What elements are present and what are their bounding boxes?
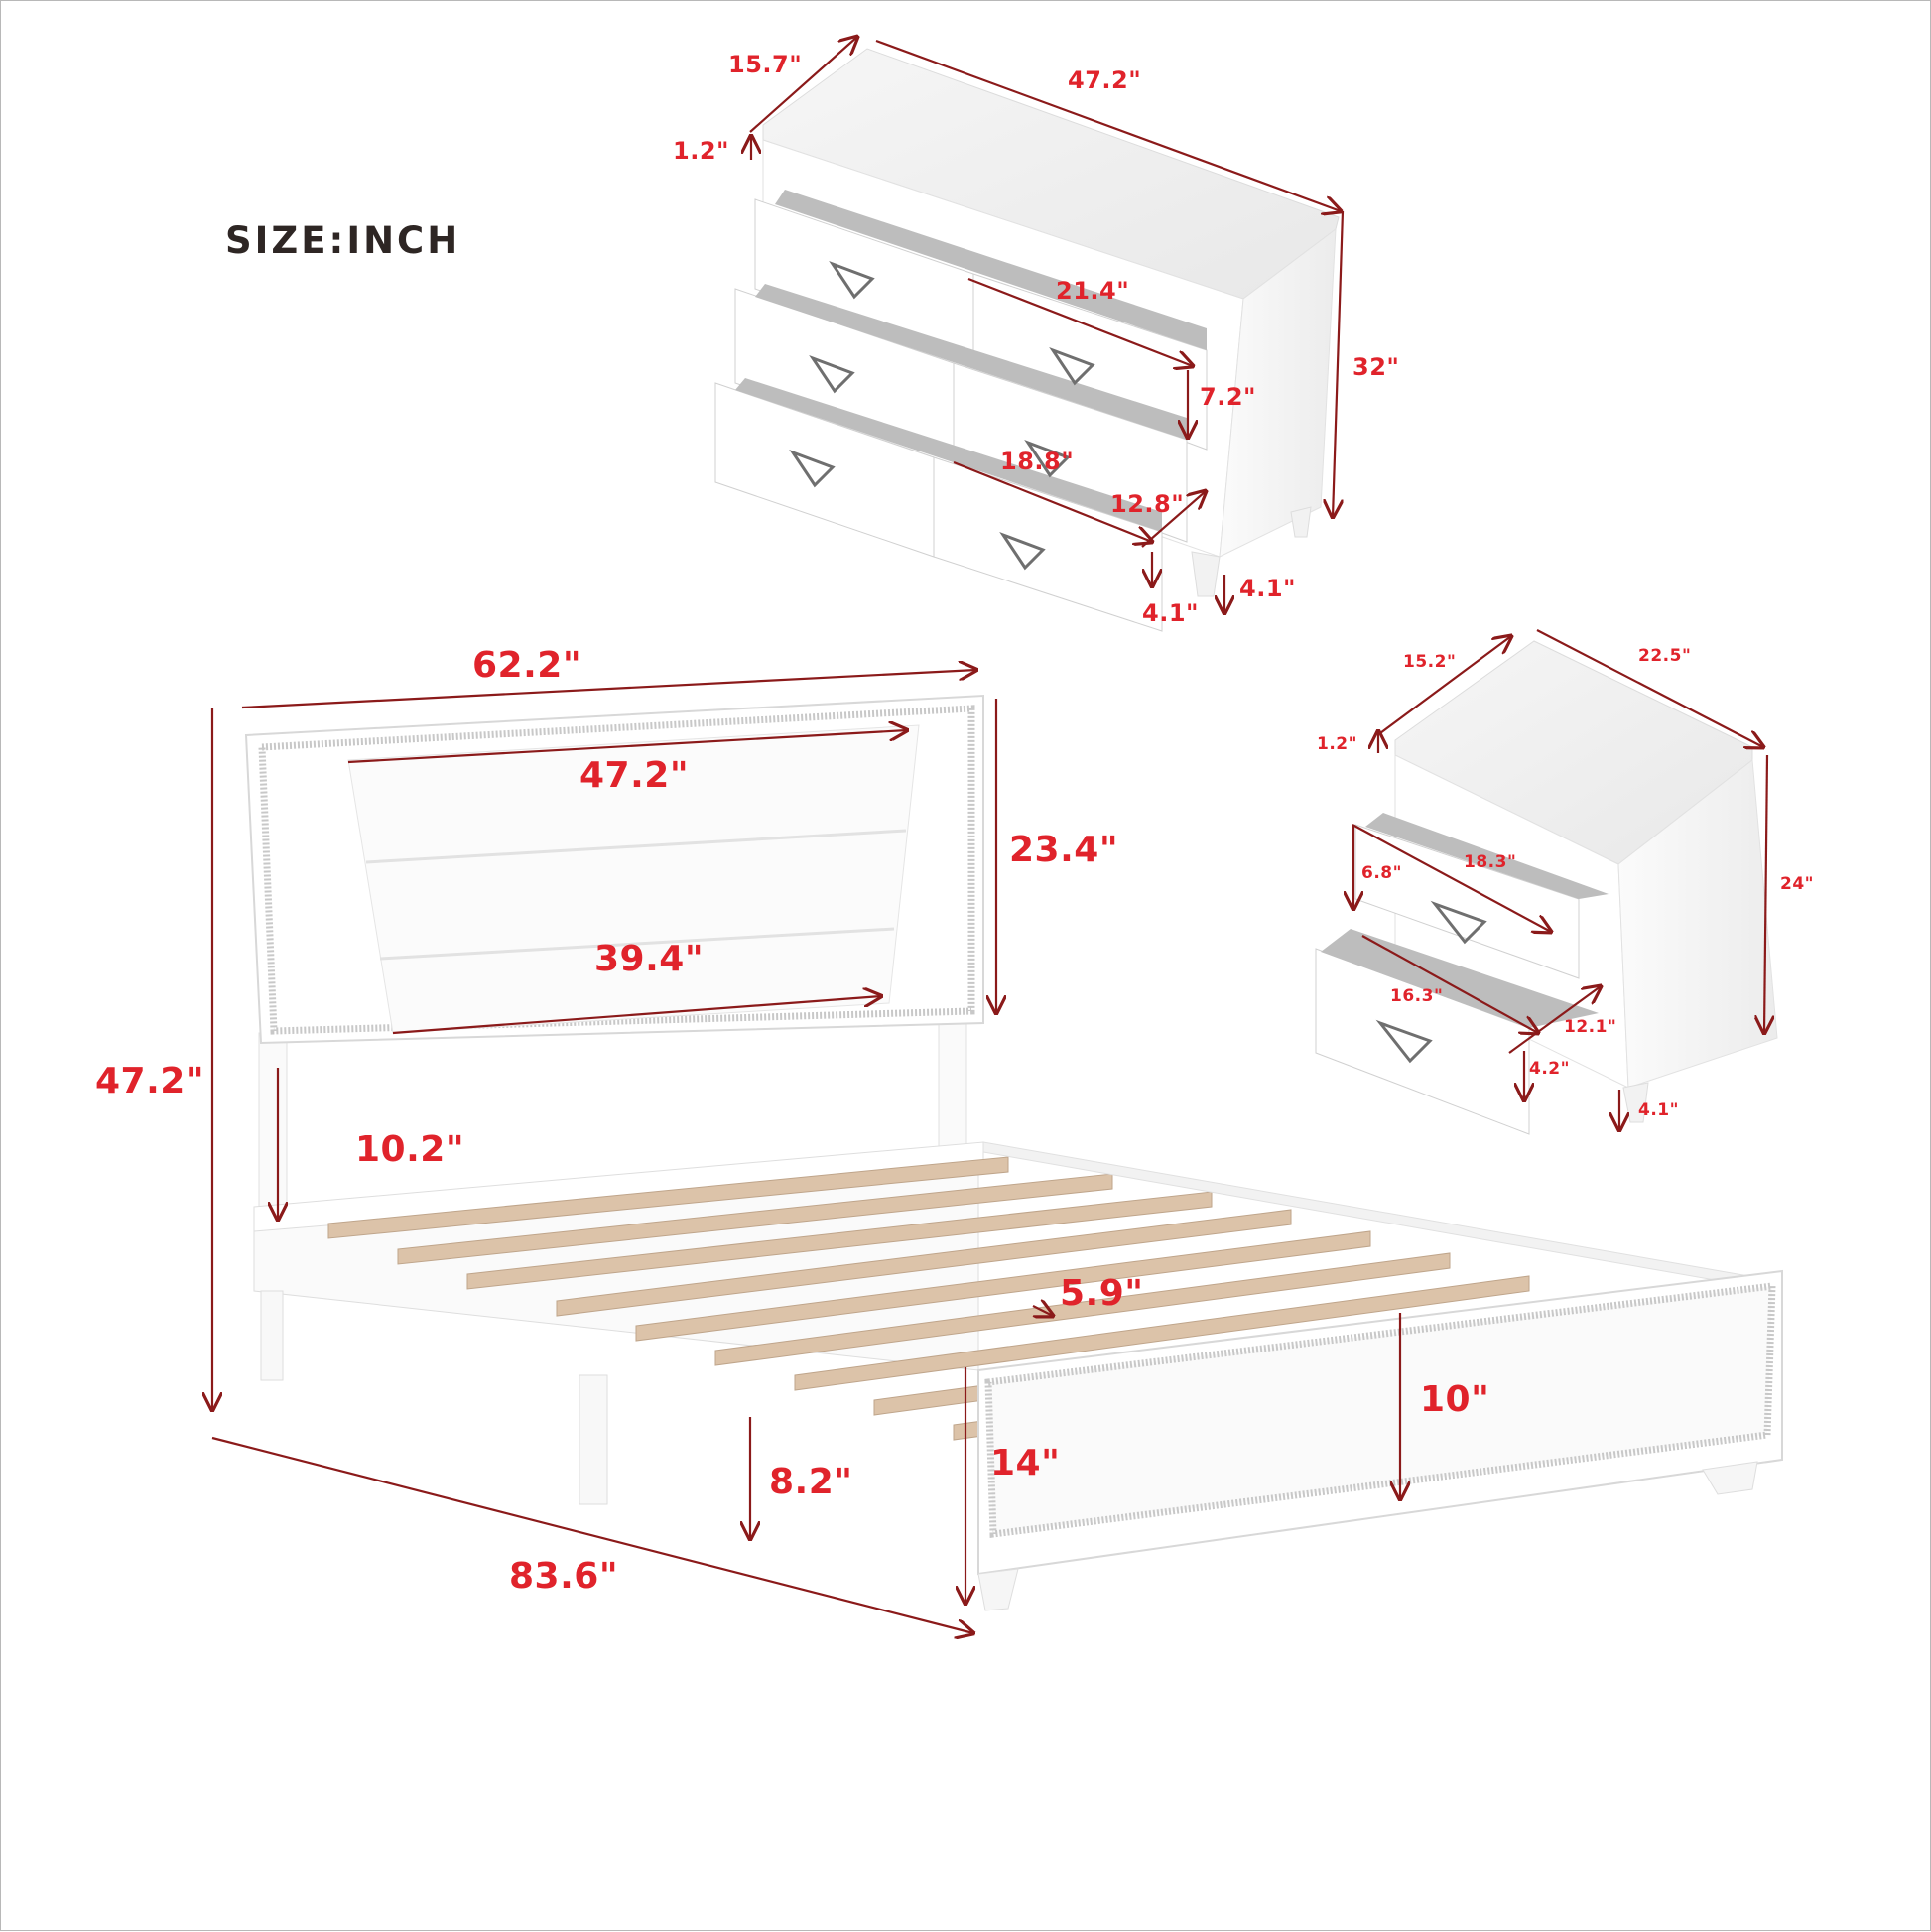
dresser-leg-height-label: 4.1" bbox=[1239, 575, 1297, 602]
footboard-height-label: 14" bbox=[990, 1443, 1061, 1483]
upholstery-bottom-width-label: 39.4" bbox=[594, 939, 705, 979]
nightstand bbox=[1315, 640, 1778, 1135]
nightstand-width-label: 22.5" bbox=[1638, 646, 1692, 666]
unit-title: SIZE:INCH bbox=[225, 219, 461, 262]
dimension-arrows bbox=[212, 37, 1767, 1633]
nightstand-drawer-side-depth-label: 12.1" bbox=[1564, 1017, 1617, 1037]
dresser-width-label: 47.2" bbox=[1068, 66, 1142, 94]
nightstand-top-thickness-label: 1.2" bbox=[1317, 734, 1357, 754]
dresser-drawer-inner-height-label: 4.1" bbox=[1142, 599, 1200, 627]
headboard-panel-height-label: 23.4" bbox=[1009, 830, 1119, 870]
bed bbox=[244, 694, 1783, 1611]
dresser-top-drawer-height-label: 7.2" bbox=[1200, 383, 1257, 411]
bed-overall-height-label: 47.2" bbox=[95, 1061, 205, 1101]
headboard-to-rail-label: 10.2" bbox=[355, 1129, 465, 1170]
headboard-width-label: 62.2" bbox=[472, 645, 582, 686]
nightstand-drawer-inner-height-label: 4.2" bbox=[1529, 1059, 1570, 1079]
slat-gap-label: 5.9" bbox=[1060, 1273, 1144, 1314]
nightstand-leg-height-label: 4.1" bbox=[1638, 1100, 1679, 1120]
nightstand-height-label: 24" bbox=[1780, 874, 1815, 894]
dresser bbox=[714, 48, 1340, 632]
upholstery-top-width-label: 47.2" bbox=[579, 755, 690, 796]
dresser-depth-label: 15.7" bbox=[728, 51, 803, 78]
nightstand-top-drawer-depth-label: 18.3" bbox=[1464, 852, 1517, 872]
dresser-drawer-side-depth-label: 12.8" bbox=[1110, 490, 1185, 518]
dresser-handles bbox=[789, 260, 1095, 571]
dresser-drawers bbox=[714, 190, 1208, 632]
dresser-top-thickness-label: 1.2" bbox=[673, 137, 730, 165]
nightstand-bottom-drawer-depth-label: 16.3" bbox=[1390, 986, 1444, 1006]
footboard-panel-height-label: 10" bbox=[1420, 1379, 1490, 1420]
dresser-bottom-drawer-depth-label: 18.8" bbox=[1000, 448, 1075, 475]
dresser-top-drawer-depth-label: 21.4" bbox=[1056, 277, 1130, 305]
bed-length-label: 83.6" bbox=[509, 1556, 619, 1597]
nightstand-depth-label: 15.2" bbox=[1403, 652, 1457, 672]
nightstand-handles bbox=[1375, 900, 1487, 1064]
under-bed-clearance-label: 8.2" bbox=[769, 1462, 853, 1502]
nightstand-top-drawer-height-label: 6.8" bbox=[1361, 863, 1402, 883]
dresser-height-label: 32" bbox=[1352, 353, 1400, 381]
